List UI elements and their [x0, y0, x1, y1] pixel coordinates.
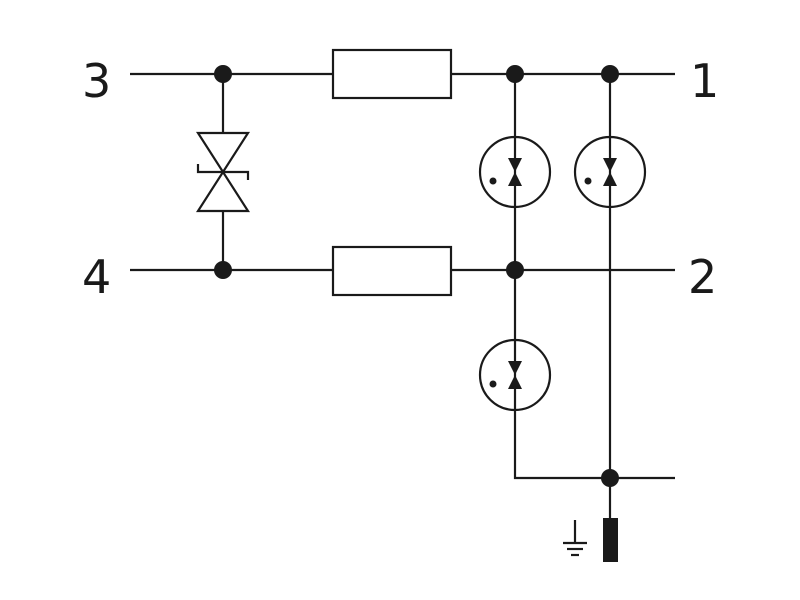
gas-discharge-tube-2: [573, 135, 647, 209]
ground-terminal: [603, 518, 618, 562]
gas-discharge-tube-3: [478, 338, 552, 412]
ground-symbol-icon: [563, 520, 587, 557]
terminal-label-1: 1: [690, 54, 719, 108]
junction-node: [214, 261, 232, 279]
branch-inner: [513, 74, 675, 480]
tvs-diode: [195, 74, 251, 270]
junction-node: [214, 65, 232, 83]
junction-node: [601, 469, 619, 487]
junction-node: [506, 65, 524, 83]
junction-node: [601, 65, 619, 83]
terminal-label-4: 4: [82, 250, 111, 304]
resistor-top: [331, 48, 453, 100]
terminal-label-3: 3: [82, 54, 111, 108]
terminal-label-2: 2: [688, 250, 717, 304]
resistor-bottom: [331, 245, 453, 297]
junction-node: [506, 261, 524, 279]
gas-discharge-tube-1: [478, 135, 552, 209]
